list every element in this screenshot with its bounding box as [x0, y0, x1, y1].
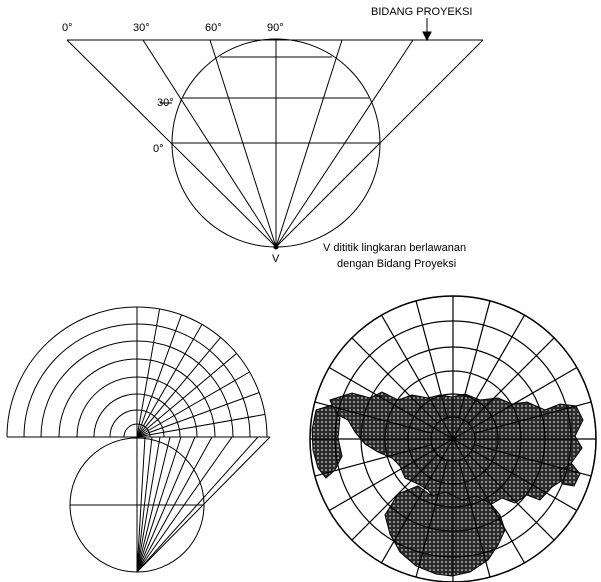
ray-0-left [66, 39, 277, 248]
angle-label-90: 90° [267, 22, 284, 34]
projection-ray-0 [136, 436, 146, 573]
projection-construction-diagram [66, 18, 484, 248]
meridian-line-135 [350, 454, 438, 542]
caption-line-2: dengan Bidang Proyeksi [337, 258, 456, 270]
meridian-ray-10 [136, 413, 266, 438]
projection-ray-2 [136, 436, 161, 573]
meridian-line-315 [468, 336, 556, 424]
meridian-ray-50 [136, 337, 221, 438]
meridian-line-45 [468, 454, 556, 542]
meridian-ray-30 [136, 371, 250, 438]
meridian-line-120 [379, 438, 454, 565]
projection-ray-3 [136, 436, 171, 573]
meridian-line-300 [452, 313, 527, 440]
map-boundary-circle [309, 295, 597, 582]
angle-label-0: 0° [62, 22, 73, 34]
vertex-label: V [272, 253, 280, 265]
vertex-point-v [273, 244, 279, 250]
meridian-line-240 [379, 313, 454, 440]
meridian-ray-40 [136, 353, 237, 438]
projection-ray-5 [136, 436, 196, 573]
meridian-line-210 [327, 365, 454, 440]
ray-60-left [209, 39, 277, 248]
meridian-ray-60 [136, 324, 203, 438]
side-angle-label-0: 0° [153, 143, 164, 155]
meridian-line-75 [458, 460, 492, 580]
projection-ray-1 [136, 436, 153, 573]
meridian-line-105 [414, 460, 448, 580]
polar-stereographic-map [309, 295, 597, 582]
side-angle-label-30: 30° [157, 97, 174, 109]
meridian-line-15 [474, 444, 594, 478]
meridian-line-30 [452, 438, 579, 513]
meridian-line-165 [312, 444, 432, 478]
meridian-line-330 [452, 365, 579, 440]
meridian-line-345 [474, 400, 594, 434]
meridian-line-150 [327, 438, 454, 513]
plane-pointer-arrowhead [422, 31, 432, 42]
top-labels: 0° 30° 60° 90° BIDANG PROYEKSI 30° 0° V … [62, 6, 472, 270]
ray-0-right [275, 39, 484, 248]
meridian-line-255 [414, 298, 448, 418]
projection-ray-7 [136, 436, 233, 573]
meridian-line-285 [458, 298, 492, 418]
projection-ray-8 [136, 436, 259, 573]
projection-ray-9 [136, 436, 271, 573]
concentric-arcs [6, 306, 270, 438]
meridian-rays [136, 307, 267, 438]
projection-ray-6 [136, 436, 213, 573]
meridian-line-60 [452, 438, 527, 565]
meridian-line-195 [312, 400, 432, 434]
caption-line-1: V dititik lingkaran berlawanan [323, 242, 466, 254]
ray-30-left [142, 39, 277, 248]
lower-sphere [69, 436, 271, 573]
meridian-ray-80 [136, 308, 161, 438]
fan-projection-construction [6, 306, 271, 573]
ray-60-right [275, 39, 343, 248]
meridian-line-225 [350, 336, 438, 424]
projection-ray-4 [136, 436, 182, 573]
meridian-ray-20 [136, 392, 260, 438]
angle-label-30: 30° [133, 22, 150, 34]
angle-label-60: 60° [205, 22, 222, 34]
meridian-ray-70 [136, 314, 182, 438]
graticule [310, 296, 596, 582]
ray-30-right [275, 39, 414, 248]
projection-plane-label: BIDANG PROYEKSI [371, 6, 472, 18]
